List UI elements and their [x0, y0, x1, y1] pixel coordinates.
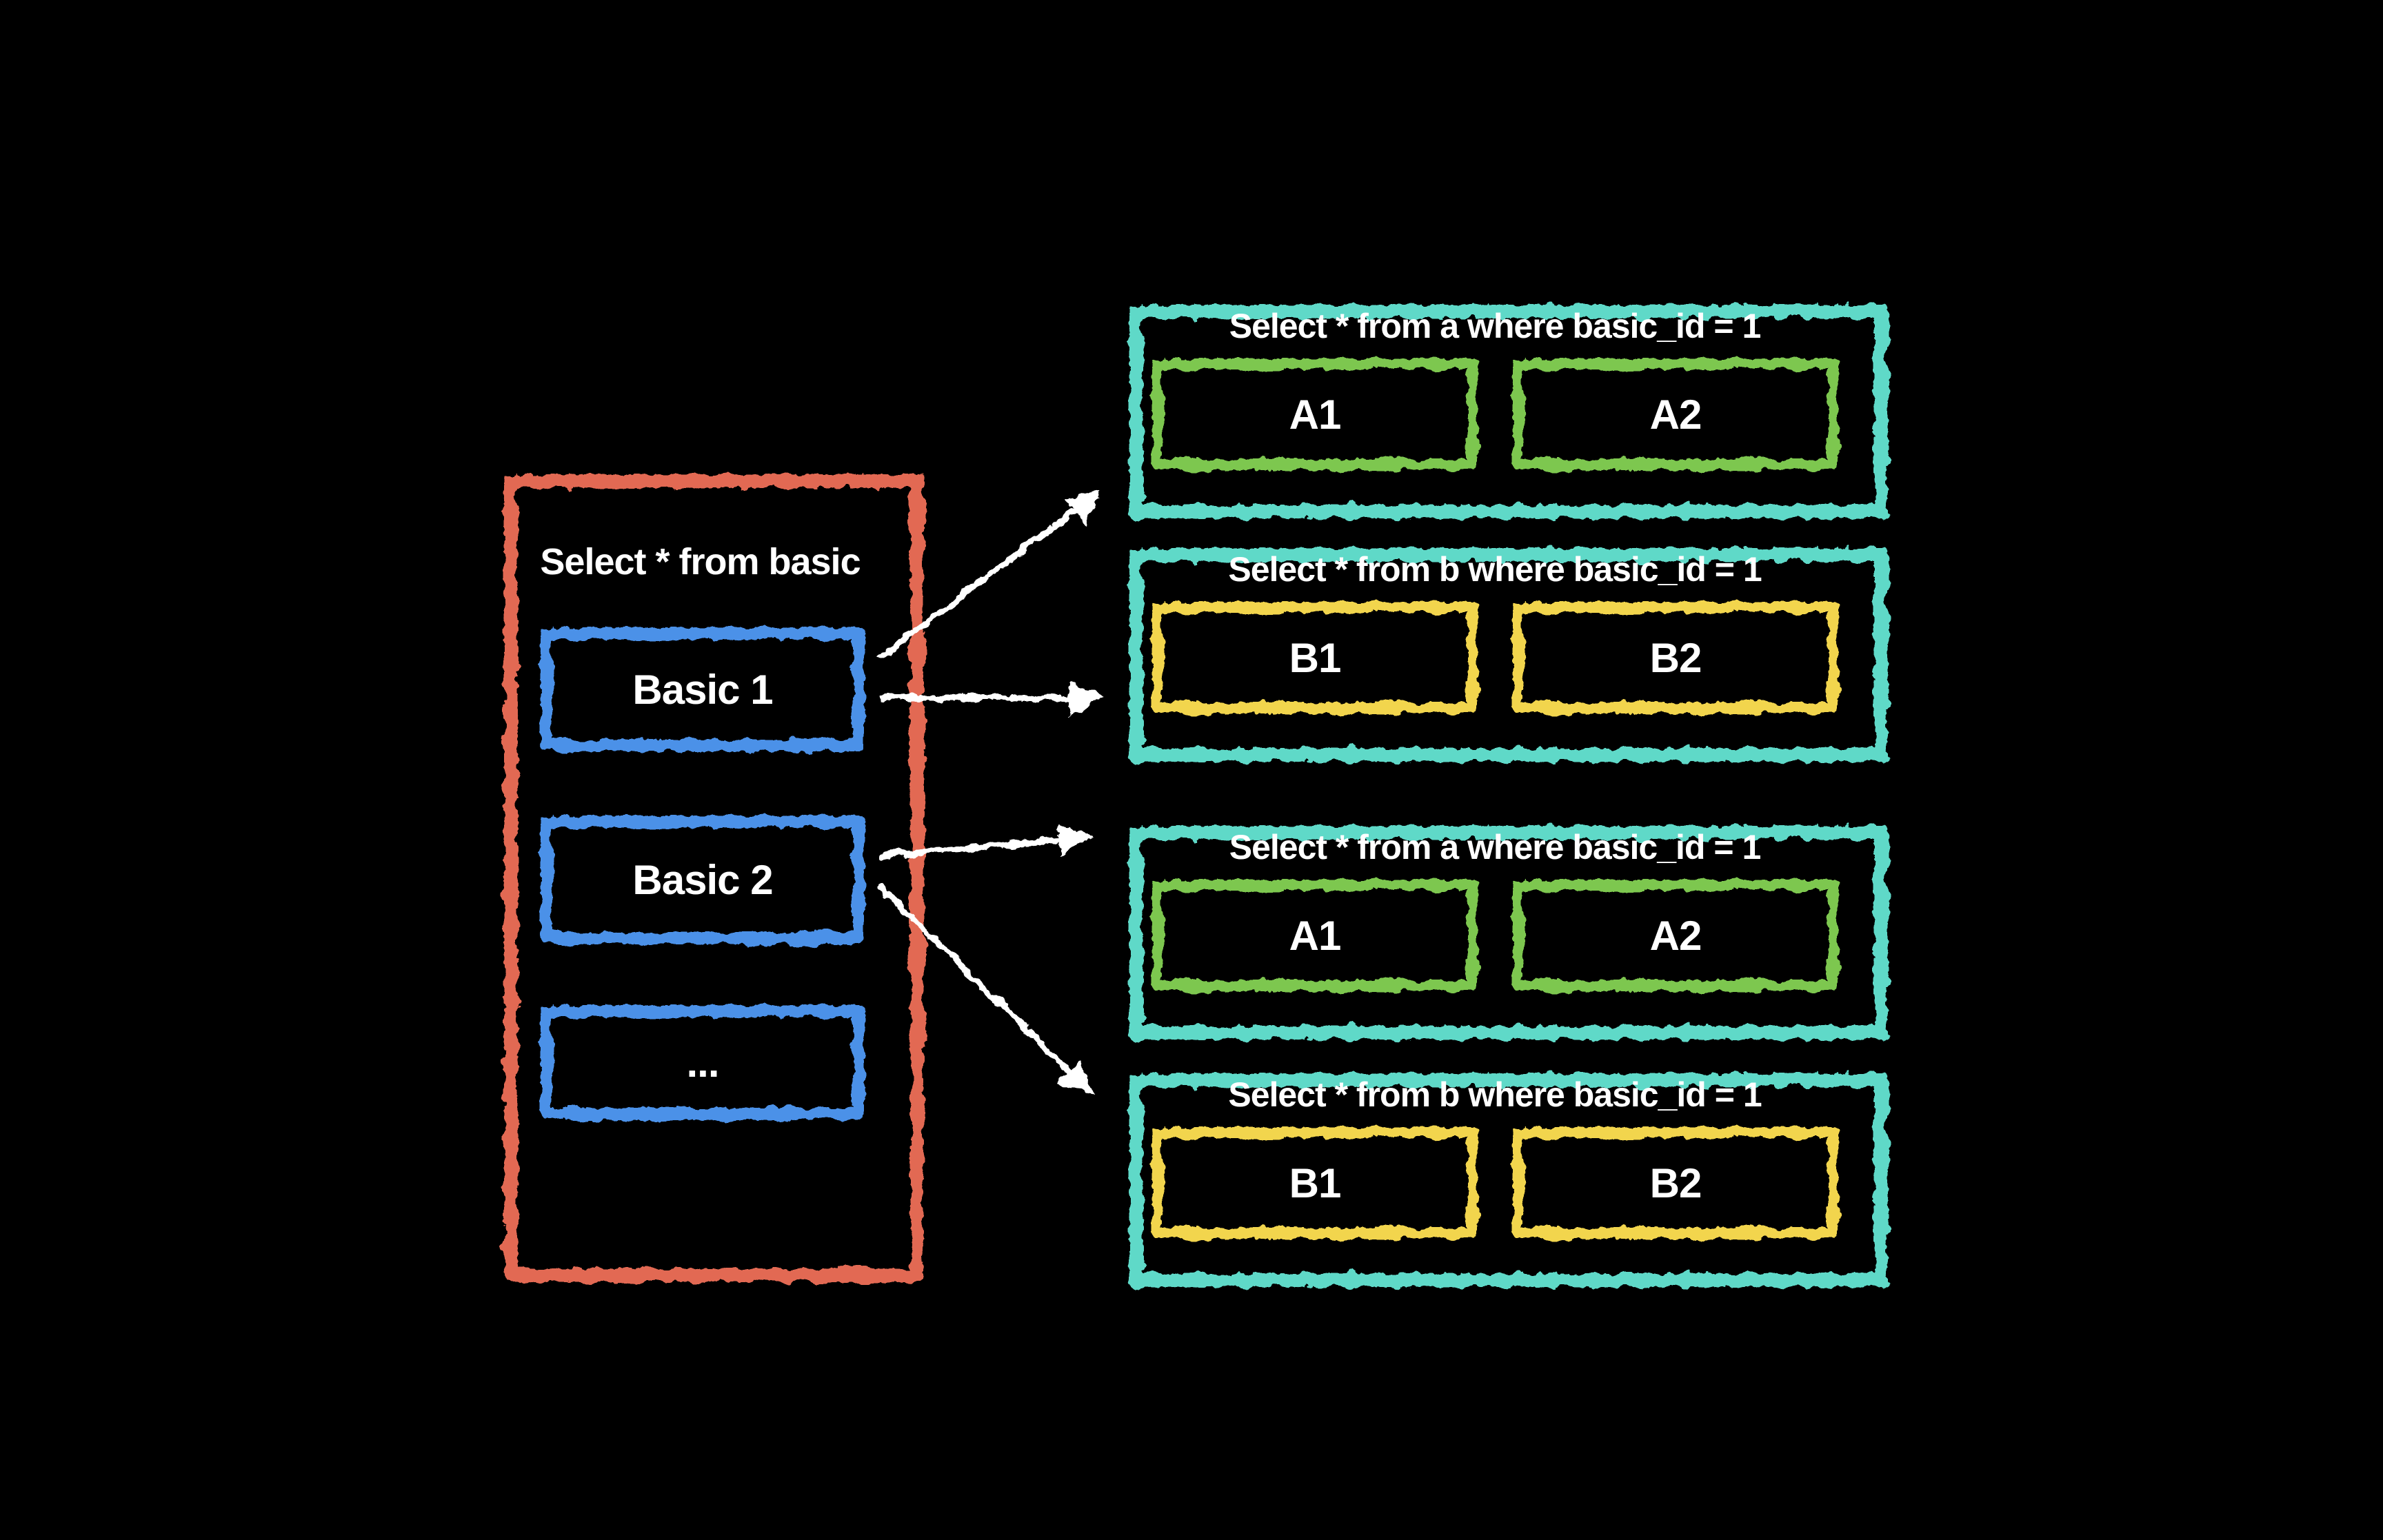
result-cell-b1: B1 [1152, 602, 1478, 713]
source-row-ellipsis: ... [541, 1005, 865, 1120]
source-table-box: Select * from basic Basic 1 Basic 2 ... [504, 474, 924, 1282]
result-cell-a2: A2 [1513, 358, 1838, 470]
result-group-1: Select * from a where basic_id = 1 A1 A2 [1129, 305, 1888, 518]
result-cell-b2: B2 [1513, 1127, 1838, 1239]
source-row-label: Basic 2 [632, 857, 773, 903]
result-group-query: Select * from b where basic_id = 1 [1228, 1075, 1762, 1114]
result-cell-a2: A2 [1513, 880, 1838, 991]
source-row-basic-2: Basic 2 [541, 815, 865, 944]
source-row-basic-1: Basic 1 [541, 627, 865, 751]
result-cell-label: B1 [1289, 1159, 1342, 1206]
result-group-3: Select * from a where basic_id = 1 A1 A2 [1129, 826, 1888, 1040]
result-cell-b2: B2 [1513, 602, 1838, 713]
result-cell-label: B2 [1649, 634, 1702, 681]
source-row-label: ... [686, 1040, 719, 1086]
result-cell-label: A1 [1289, 391, 1342, 438]
result-group-4: Select * from b where basic_id = 1 B1 B2 [1129, 1073, 1888, 1287]
source-table-title: Select * from basic [540, 541, 861, 582]
result-group-query: Select * from a where basic_id = 1 [1229, 828, 1762, 867]
result-group-2: Select * from b where basic_id = 1 B1 B2 [1129, 548, 1888, 762]
result-cell-label: B2 [1649, 1159, 1702, 1206]
result-cell-label: A2 [1649, 912, 1702, 959]
result-group-query: Select * from a where basic_id = 1 [1229, 307, 1762, 345]
result-cell-label: B1 [1289, 634, 1342, 681]
result-cell-b1: B1 [1152, 1127, 1478, 1239]
result-cell-label: A2 [1649, 391, 1702, 438]
source-row-label: Basic 1 [632, 666, 773, 713]
result-group-query: Select * from b where basic_id = 1 [1228, 550, 1762, 589]
result-cell-a1: A1 [1152, 880, 1478, 991]
result-cell-label: A1 [1289, 912, 1342, 959]
result-cell-a1: A1 [1152, 358, 1478, 470]
